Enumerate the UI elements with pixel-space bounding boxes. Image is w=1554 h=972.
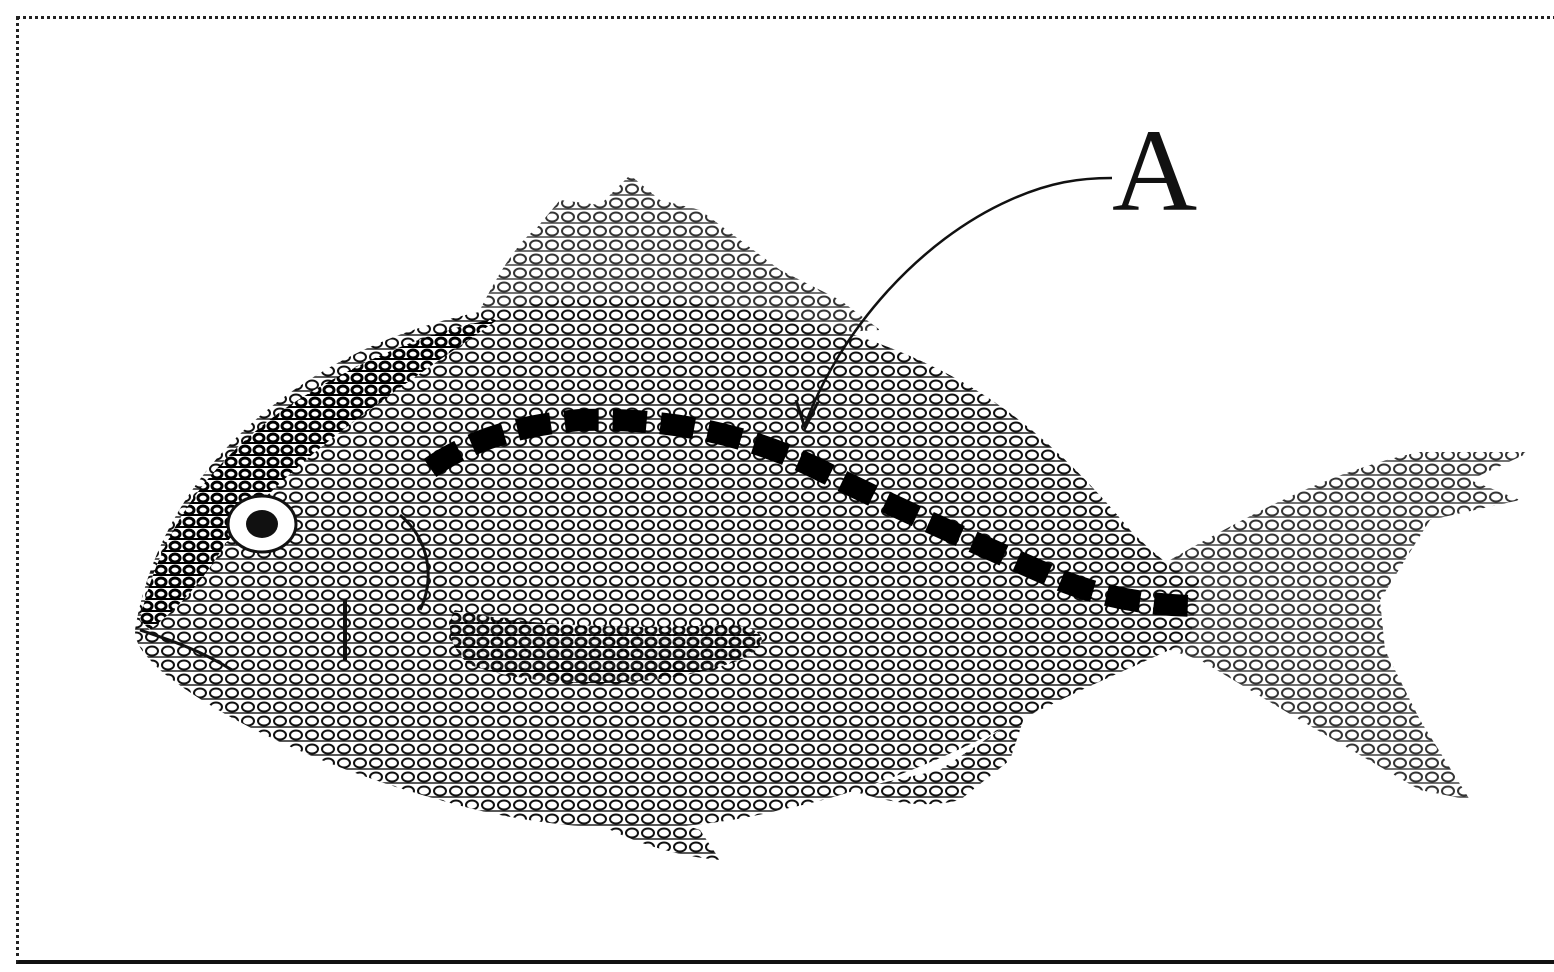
callout-label-a: A (1112, 112, 1197, 230)
tail-fin (1140, 452, 1530, 800)
